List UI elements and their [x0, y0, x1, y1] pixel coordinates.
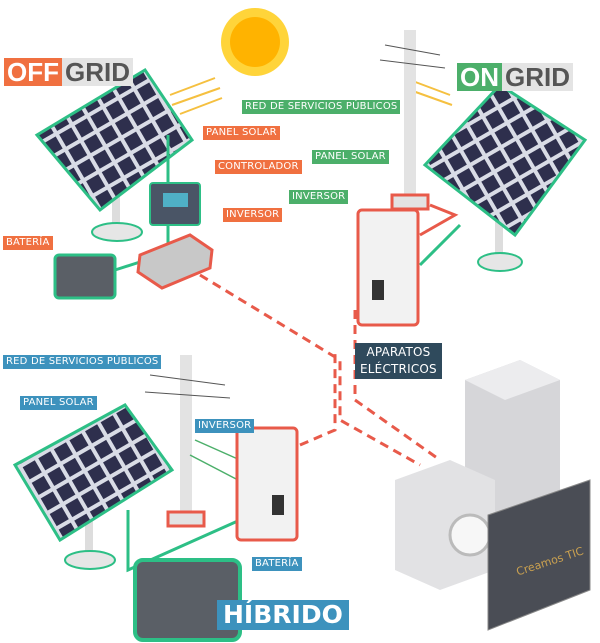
- ongrid-utility-label: RED DE SERVICIOS PÚBLICOS: [242, 100, 401, 114]
- hybrid-battery-label: BATERÍA: [252, 557, 302, 571]
- offgrid-controller: [149, 182, 201, 226]
- hybrid-inverter: [235, 426, 299, 542]
- offgrid-inverter: [136, 233, 214, 290]
- offgrid-battery: [53, 253, 117, 300]
- offgrid-battery-label: BATERÍA: [3, 236, 53, 250]
- washing-machine: [395, 460, 495, 590]
- offgrid-controller-label: CONTROLADOR: [215, 160, 302, 174]
- sun-icon: [221, 8, 289, 76]
- offgrid-title-grid: GRID: [62, 58, 133, 86]
- hybrid-solar-panel: [12, 403, 175, 570]
- hybrid-title: HÍBRIDO: [217, 600, 349, 630]
- ongrid-solar-panel: [422, 83, 588, 272]
- ongrid-title-grid: GRID: [502, 63, 573, 91]
- hybrid-utility-label: RED DE SERVICIOS PÚBLICOS: [3, 355, 162, 369]
- appliances-label: APARATOS ELÉCTRICOS: [355, 343, 442, 379]
- offgrid-solar-panel: [34, 67, 195, 242]
- appliances-label-line1: APARATOS: [366, 345, 431, 359]
- ongrid-panel-label: PANEL SOLAR: [312, 150, 389, 164]
- offgrid-inverter-label: INVERSOR: [223, 208, 283, 222]
- hybrid-panel-label: PANEL SOLAR: [20, 396, 97, 410]
- sun-rays: [169, 77, 453, 115]
- television: [487, 479, 591, 631]
- offgrid-title-off: OFF: [4, 58, 62, 86]
- ongrid-utility-pole: [379, 30, 446, 211]
- ongrid-title-on: ON: [457, 63, 502, 91]
- ac-cables: [199, 273, 441, 467]
- ongrid-inverter-label: INVERSOR: [289, 190, 349, 204]
- hybrid-utility-pole: [144, 355, 231, 528]
- offgrid-panel-label: PANEL SOLAR: [203, 126, 280, 140]
- appliances-label-line2: ELÉCTRICOS: [360, 362, 437, 376]
- hybrid-inverter-label: INVERSOR: [195, 419, 255, 433]
- ongrid-inverter: [356, 208, 420, 327]
